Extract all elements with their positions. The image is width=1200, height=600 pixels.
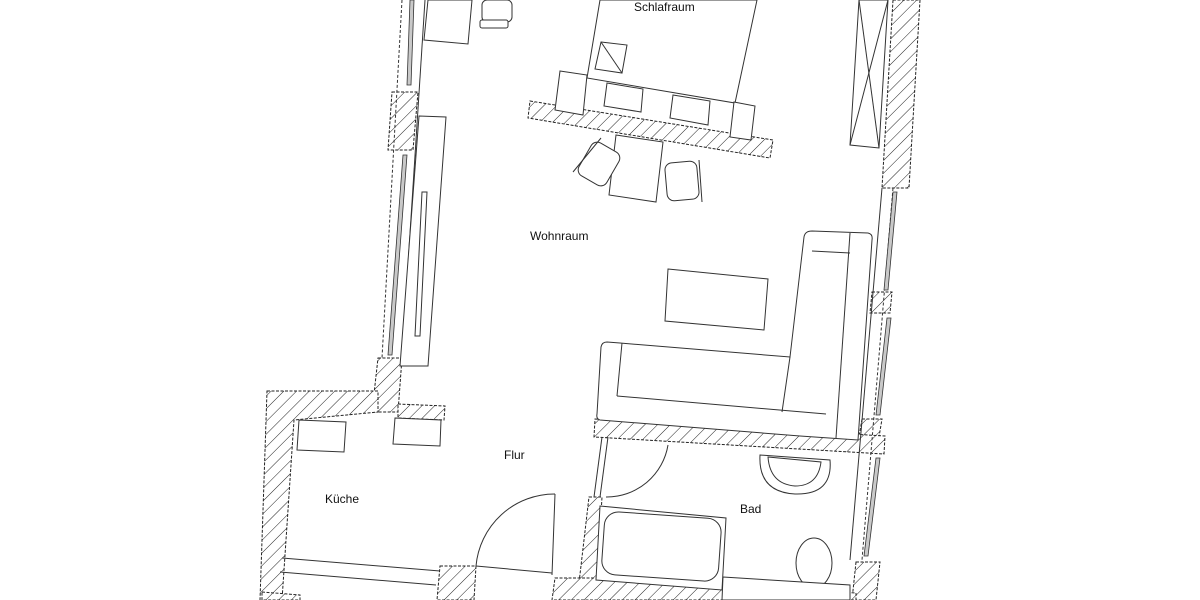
kitchen-furniture (279, 417, 556, 586)
entry-door-swing (475, 493, 556, 567)
bedroom-furniture (423, 0, 889, 149)
sink (759, 454, 831, 495)
wall-kitchen-bottom (261, 591, 301, 600)
wall-entry-pier (436, 565, 477, 600)
toilet-tank (721, 576, 851, 600)
sofa (596, 230, 873, 441)
bathtub-basin (601, 511, 722, 582)
wall-kitchen-top (397, 403, 446, 421)
window-left-mid (387, 154, 408, 356)
label-kueche: Küche (325, 492, 359, 506)
window-bath (863, 457, 881, 557)
label-bad: Bad (740, 502, 761, 516)
window-right-upper (883, 191, 898, 291)
desk (423, 0, 473, 45)
label-schlafraum: Schlafraum (634, 0, 695, 14)
toilet (795, 537, 833, 589)
nightstand-left (554, 70, 588, 116)
living-furniture (399, 115, 873, 441)
room-labels: Schlafraum Wohnraum Flur Küche Bad (325, 0, 761, 516)
coffee-table (664, 268, 769, 331)
desk-chair (481, 0, 513, 23)
kitchen-cabinet-right (392, 417, 442, 447)
wall-right-upper (881, 0, 921, 189)
label-flur: Flur (504, 448, 525, 462)
label-wohnraum: Wohnraum (530, 229, 588, 243)
dining-chair-right (664, 160, 700, 202)
sideboard-inner (414, 191, 428, 337)
wall-bedroom-partition (527, 100, 774, 159)
dining-table (608, 134, 664, 203)
wall-kitchen-outer (259, 390, 379, 600)
bath-furniture (595, 444, 851, 600)
desk-chair-back (479, 19, 509, 29)
pillow-left (603, 82, 644, 113)
pillow-right (669, 94, 711, 126)
wall-right-pier-mid (869, 291, 893, 314)
wall-right-pier-bath (851, 561, 881, 600)
wall-left-pier-upper (387, 91, 419, 151)
window-right-lower (875, 317, 892, 416)
nightstand-right (729, 101, 756, 141)
wall-bath-left (576, 496, 603, 600)
bath-door-swing (605, 444, 669, 498)
window-left-top (406, 0, 415, 86)
kitchen-cabinet-left (296, 419, 347, 453)
dining-furniture (572, 134, 703, 203)
windows (387, 0, 898, 557)
